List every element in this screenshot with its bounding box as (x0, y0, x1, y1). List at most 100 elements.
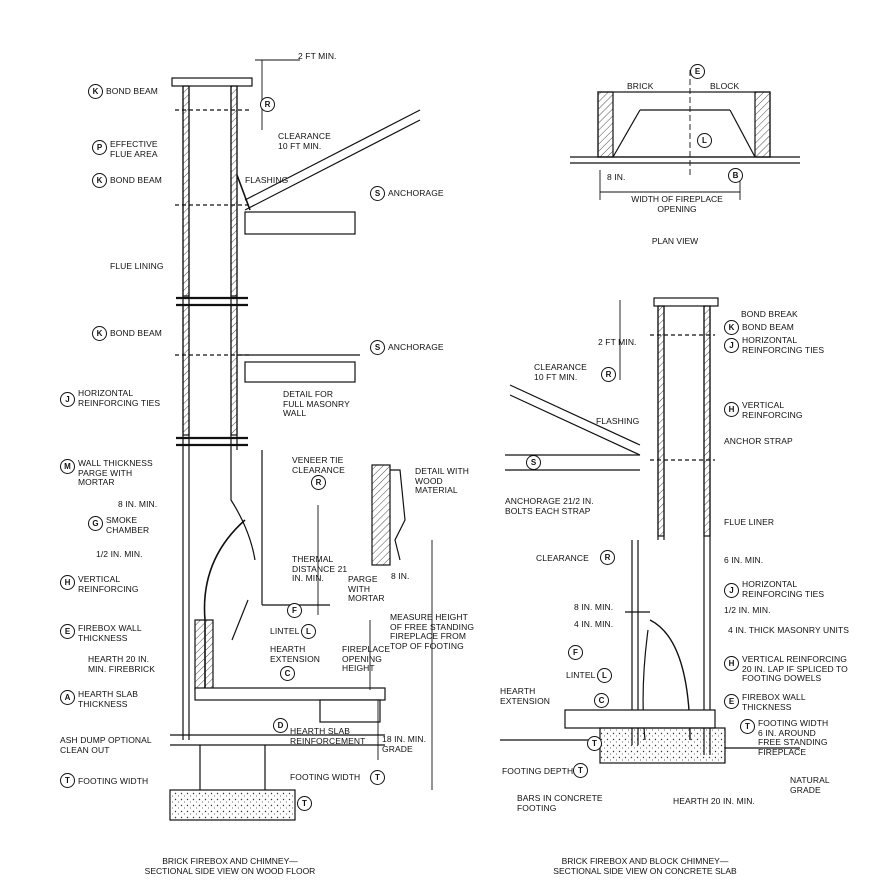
tag-L-1: L (301, 624, 316, 639)
plan-brick: BRICK (627, 81, 654, 91)
r-vertical-lap: VERTICAL REINFORCING 20 IN. LAP IF SPLIC… (742, 654, 848, 683)
label-lintel: LINTEL (270, 626, 300, 636)
label-footing-width: FOOTING WIDTH (78, 776, 149, 786)
r-4in-masonry: 4 IN. THICK MASONRY UNITS (728, 625, 850, 635)
rs-footing-depth: FOOTING DEPTH (502, 766, 574, 776)
label-hearth-slab: HEARTH SLAB THICKNESS (78, 689, 138, 709)
right-slab (564, 709, 716, 729)
label-measure-height: MEASURE HEIGHT OF FREE STANDING FIREPLAC… (390, 612, 475, 651)
label-8in-min: 8 IN. MIN. (118, 499, 158, 509)
r-horizontal-ties-1: HORIZONTAL REINFORCING TIES (742, 335, 825, 355)
label-bond-beam-1: BOND BEAM (106, 86, 158, 96)
tag-K-1: K (88, 84, 103, 99)
tag-H: H (60, 575, 75, 590)
rs-2ft-min: 2 FT MIN. (598, 337, 637, 347)
r-horizontal-ties-2: HORIZONTAL REINFORCING TIES (742, 579, 825, 599)
rs-tag-S: S (526, 455, 541, 470)
rs-anchorage: ANCHORAGE 21/2 IN. BOLTS EACH STRAP (505, 496, 594, 516)
plan-block: BLOCK (710, 81, 740, 91)
label-effective-flue: EFFECTIVE FLUE AREA (110, 139, 158, 159)
right-roof (509, 384, 641, 446)
r-firebox-wall: FIREBOX WALL THICKNESS (742, 692, 806, 712)
r-tag-E: E (724, 694, 739, 709)
r-tag-H-2: H (724, 656, 739, 671)
label-flashing: FLASHING (245, 175, 289, 185)
left-chimney-cap (171, 77, 253, 87)
tag-L-plan: L (697, 133, 712, 148)
rs-bars: BARS IN CONCRETE FOOTING (517, 793, 603, 813)
r-tag-K: K (724, 320, 739, 335)
plan-width-opening: WIDTH OF FIREPLACE OPENING (631, 194, 723, 214)
r-anchor-strap: ANCHOR STRAP (724, 436, 793, 446)
tag-E-plan: E (690, 64, 705, 79)
label-firebox-wall: FIREBOX WALL THICKNESS (78, 623, 142, 643)
plan-8in: 8 IN. (607, 172, 626, 182)
label-2ft-min: 2 FT MIN. (298, 51, 337, 61)
tag-T-2: T (370, 770, 385, 785)
label-bond-beam-3: BOND BEAM (110, 328, 162, 338)
label-ash-dump: ASH DUMP OPTIONAL CLEAN OUT (60, 735, 152, 755)
label-18in: 18 IN. MIN. GRADE (382, 734, 427, 754)
label-hearth-ext: HEARTH EXTENSION (270, 644, 321, 664)
r-tag-H-1: H (724, 402, 739, 417)
tag-S-1: S (370, 186, 385, 201)
plan-view-outline (597, 91, 771, 158)
tag-S-2: S (370, 340, 385, 355)
rs-tag-R-2: R (600, 550, 615, 565)
label-wall-thickness: WALL THICKNESS PARGE WITH MORTAR (78, 458, 153, 487)
tag-R-1: R (260, 97, 275, 112)
rs-clearance-b: CLEARANCE (536, 553, 589, 563)
label-clearance: CLEARANCE 10 FT MIN. (278, 131, 331, 151)
label-anchorage-1: ANCHORAGE (388, 188, 444, 198)
rs-tag-R-1: R (601, 367, 616, 382)
label-bond-beam-2: BOND BEAM (110, 175, 162, 185)
rs-clearance: CLEARANCE 10 FT MIN. (534, 362, 587, 382)
rs-4in-min: 4 IN. MIN. (574, 619, 614, 629)
label-detail-full: DETAIL FOR FULL MASONRY WALL (283, 389, 350, 418)
rs-flashing: FLASHING (596, 416, 640, 426)
label-half-in-min: 1/2 IN. MIN. (96, 549, 143, 559)
rs-8in-min: 8 IN. MIN. (574, 602, 614, 612)
label-fireplace-height: FIREPLACE OPENING HEIGHT (342, 644, 391, 673)
label-detail-wood: DETAIL WITH WOOD MATERIAL (415, 466, 469, 495)
rs-tag-F: F (568, 645, 583, 660)
tag-K-3: K (92, 326, 107, 341)
label-footing-width-r: FOOTING WIDTH (290, 772, 361, 782)
label-vertical-reinforcing: VERTICAL REINFORCING (78, 574, 139, 594)
tag-M: M (60, 459, 75, 474)
label-parge: PARGE WITH MORTAR (348, 574, 385, 603)
left-footing (169, 789, 296, 821)
right-footing (599, 727, 726, 764)
rs-tag-T-1: T (587, 736, 602, 751)
r-half-in-min: 1/2 IN. MIN. (724, 605, 771, 615)
left-firebrick (194, 619, 214, 691)
r-vertical-reinf: VERTICAL REINFORCING (742, 400, 803, 420)
label-smoke-chamber: SMOKE CHAMBER (106, 515, 150, 535)
label-anchorage-2: ANCHORAGE (388, 342, 444, 352)
tag-J: J (60, 392, 75, 407)
rs-lintel: LINTEL (566, 670, 596, 680)
caption-left: BRICK FIREBOX AND CHIMNEY— SECTIONAL SID… (144, 856, 316, 876)
label-hearth-slab-reinf: HEARTH SLAB REINFORCEMENT (290, 726, 366, 746)
label-thermal: THERMAL DISTANCE 21 IN. MIN. (292, 554, 348, 583)
left-chimney-hatch-l2 (182, 304, 190, 436)
label-horizontal-ties: HORIZONTAL REINFORCING TIES (78, 388, 161, 408)
left-chimney-hatch-l (182, 85, 190, 297)
label-8in: 8 IN. (391, 571, 410, 581)
tag-D: D (273, 718, 288, 733)
rs-tag-L: L (597, 668, 612, 683)
rs-tag-C: C (594, 693, 609, 708)
label-hearth-20: HEARTH 20 IN. MIN. FIREBRICK (88, 654, 156, 674)
tag-B-plan: B (728, 168, 743, 183)
tag-K-2: K (92, 173, 107, 188)
r-tag-J-1: J (724, 338, 739, 353)
r-footing-width: FOOTING WIDTH 6 IN. AROUND FREE STANDING… (758, 718, 829, 757)
r-natural-grade: NATURAL GRADE (790, 775, 830, 795)
left-chimney-hatch-r (230, 85, 238, 297)
tag-E: E (60, 624, 75, 639)
r-tag-J-2: J (724, 583, 739, 598)
rs-hearth-20: HEARTH 20 IN. MIN. (673, 796, 755, 806)
label-veneer-tie: VENEER TIE CLEARANCE (292, 455, 345, 475)
